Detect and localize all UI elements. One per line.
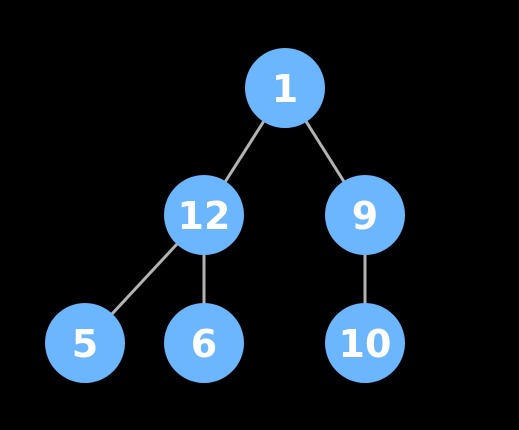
node-circle — [245, 48, 325, 128]
node-label: 6 — [191, 322, 217, 366]
tree-node-1: 1 — [245, 48, 325, 128]
node-label: 12 — [178, 194, 231, 238]
tree-node-6: 6 — [164, 303, 244, 383]
node-circle — [325, 303, 405, 383]
nodes-layer: 1 12 9 5 6 10 — [45, 48, 405, 383]
node-circle — [164, 303, 244, 383]
node-label: 9 — [352, 194, 378, 238]
tree-node-12: 12 — [164, 175, 244, 255]
node-label: 1 — [272, 67, 298, 111]
node-circle — [45, 303, 125, 383]
tree-node-5: 5 — [45, 303, 125, 383]
tree-node-10: 10 — [325, 303, 405, 383]
node-circle — [325, 175, 405, 255]
tree-node-9: 9 — [325, 175, 405, 255]
node-label: 5 — [72, 322, 98, 366]
node-circle — [164, 175, 244, 255]
node-label: 10 — [339, 322, 392, 366]
